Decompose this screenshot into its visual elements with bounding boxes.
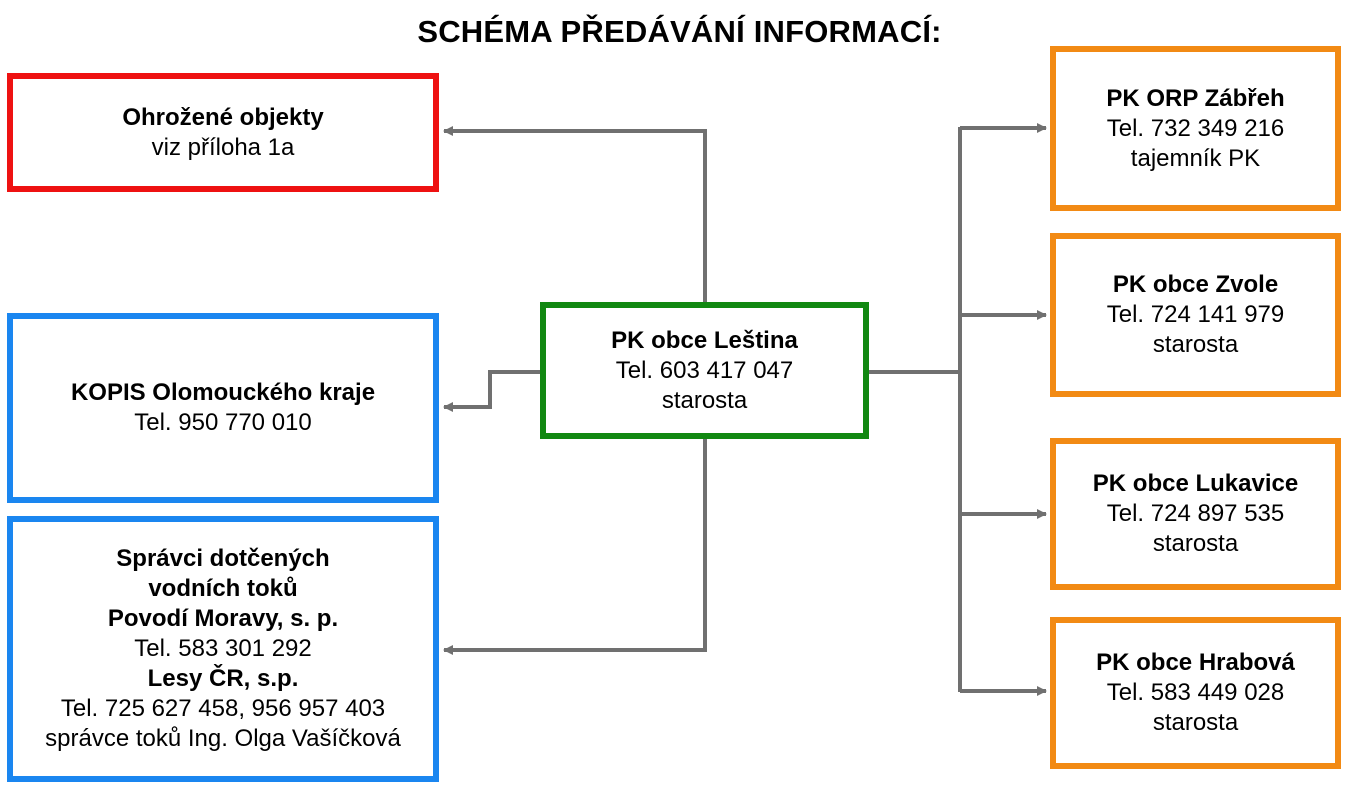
water-org2-phone: Tel. 725 627 458, 956 957 403 bbox=[60, 695, 386, 722]
right-box-phone: Tel. 732 349 216 bbox=[1106, 114, 1285, 142]
kopis-box: KOPIS Olomouckého kraje Tel. 950 770 010 bbox=[7, 313, 439, 503]
right-box-zvole: PK obce Zvole Tel. 724 141 979 starosta bbox=[1050, 233, 1341, 397]
right-box-hrabova: PK obce Hrabová Tel. 583 449 028 starost… bbox=[1050, 617, 1341, 769]
water-org1-phone: Tel. 583 301 292 bbox=[134, 635, 312, 662]
right-box-zabreh: PK ORP Zábřeh Tel. 732 349 216 tajemník … bbox=[1050, 46, 1341, 211]
right-box-role: starosta bbox=[1152, 331, 1239, 358]
right-box-phone: Tel. 724 897 535 bbox=[1106, 500, 1285, 527]
center-box: PK obce Leština Tel. 603 417 047 starost… bbox=[540, 302, 869, 439]
kopis-name: KOPIS Olomouckého kraje bbox=[70, 379, 376, 406]
right-box-name: PK obce Lukavice bbox=[1092, 470, 1299, 497]
right-box-phone: Tel. 583 449 028 bbox=[1106, 679, 1285, 706]
center-name: PK obce Leština bbox=[611, 326, 798, 354]
water-org2-contact: správce toků Ing. Olga Vašíčková bbox=[45, 725, 401, 752]
threatened-objects-note: viz příloha 1a bbox=[151, 133, 295, 161]
water-org1-name: Povodí Moravy, s. p. bbox=[107, 605, 339, 632]
water-managers-box: Správci dotčených vodních toků Povodí Mo… bbox=[7, 516, 439, 782]
water-managers-heading-1: Správci dotčených bbox=[116, 545, 330, 572]
right-box-role: starosta bbox=[1152, 530, 1239, 557]
threatened-objects-box: Ohrožené objekty viz příloha 1a bbox=[7, 73, 439, 192]
center-phone: Tel. 603 417 047 bbox=[615, 356, 794, 384]
diagram-title: SCHÉMA PŘEDÁVÁNÍ INFORMACÍ: bbox=[417, 14, 942, 49]
right-box-phone: Tel. 724 141 979 bbox=[1106, 301, 1285, 328]
right-box-name: PK ORP Zábřeh bbox=[1106, 84, 1285, 112]
right-box-name: PK obce Hrabová bbox=[1096, 649, 1295, 676]
right-box-name: PK obce Zvole bbox=[1112, 271, 1279, 298]
right-box-role: starosta bbox=[1152, 709, 1239, 736]
right-box-role: tajemník PK bbox=[1130, 144, 1261, 172]
arrow-to-kopis bbox=[443, 370, 540, 412]
arrow-to-water bbox=[443, 439, 707, 655]
right-box-lukavice: PK obce Lukavice Tel. 724 897 535 staros… bbox=[1050, 438, 1341, 590]
arrow-to-threatened bbox=[443, 126, 707, 302]
threatened-objects-name: Ohrožené objekty bbox=[122, 103, 324, 131]
center-role: starosta bbox=[661, 386, 748, 414]
water-managers-heading-2: vodních toků bbox=[148, 575, 298, 602]
kopis-phone: Tel. 950 770 010 bbox=[134, 409, 312, 436]
water-org2-name: Lesy ČR, s.p. bbox=[147, 665, 299, 692]
